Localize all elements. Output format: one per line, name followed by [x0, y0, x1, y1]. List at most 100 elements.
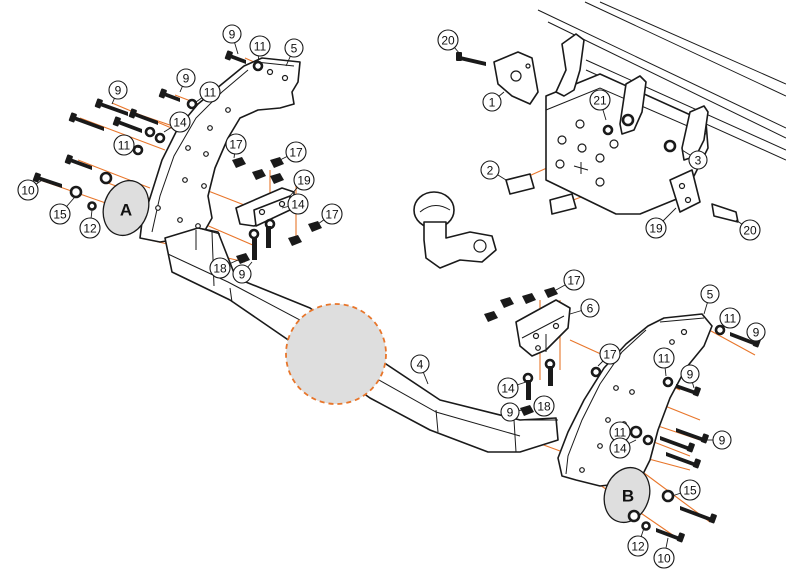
callout-9: 9 [108, 80, 128, 105]
callout-number: 12 [631, 540, 645, 554]
callout-number: 17 [567, 274, 581, 288]
callout-circle [609, 437, 631, 459]
callout-circle [627, 535, 649, 557]
callout-circle [293, 169, 315, 191]
callout-circle [249, 35, 271, 57]
callout-14: 14 [609, 437, 637, 459]
callout-circle [79, 217, 101, 239]
callout-number: 20 [743, 224, 757, 238]
callout-circle [285, 141, 307, 163]
left-fasteners [32, 50, 322, 264]
callout-18: 18 [209, 257, 239, 279]
callout-circle [533, 395, 555, 417]
callout-circle [169, 111, 191, 133]
towball [413, 191, 497, 269]
callout-number: 11 [658, 352, 671, 366]
callout-circle [113, 134, 135, 156]
callout-number: 17 [603, 348, 617, 362]
detail-a-label: A [120, 201, 132, 220]
callout-11: 11 [653, 347, 675, 377]
callout-circle [284, 38, 304, 58]
callout-10: 10 [653, 537, 675, 569]
callout-11: 11 [609, 421, 632, 443]
callout-circle [679, 479, 701, 501]
callout-circle [176, 68, 196, 88]
callout-12: 12 [79, 209, 101, 239]
callout-15: 15 [49, 197, 75, 225]
callout-number: 17 [229, 138, 243, 152]
callout-4: 4 [410, 354, 430, 385]
callout-number: 9 [183, 72, 190, 86]
callout-number: 3 [695, 154, 702, 168]
callout-20: 20 [735, 219, 761, 241]
callout-5: 5 [700, 284, 720, 315]
callout-12: 12 [627, 527, 649, 557]
callout-1: 1 [482, 91, 505, 112]
callout-11: 11 [195, 81, 221, 103]
callout-5: 5 [284, 38, 304, 67]
callout-circle [719, 307, 741, 329]
callout-10: 10 [17, 179, 43, 201]
callout-circle [563, 269, 585, 291]
right-side-bracket [557, 313, 713, 487]
callout-circle [480, 160, 500, 180]
callout-number: 4 [417, 358, 424, 372]
callout-number: 21 [593, 94, 607, 108]
callout-number: 17 [325, 208, 339, 222]
callout-circle [653, 347, 675, 369]
towball-detail-circle [285, 303, 387, 405]
callout-number: 9 [507, 406, 514, 420]
callout-number: 2 [487, 164, 494, 178]
callout-11: 11 [249, 35, 271, 63]
callout-number: 14 [173, 116, 187, 130]
callout-circle [222, 24, 242, 44]
callout-19: 19 [289, 169, 315, 197]
callout-9: 9 [500, 402, 523, 422]
callout-number: 15 [683, 484, 697, 498]
callout-circle [209, 257, 231, 279]
detail-a-disc: A [102, 179, 150, 237]
callout-9: 9 [746, 322, 766, 342]
callout-circle [321, 203, 343, 225]
callout-number: 12 [83, 222, 97, 236]
callout-circle [645, 217, 667, 239]
callout-6: 6 [569, 298, 600, 318]
callout-14: 14 [281, 193, 309, 215]
callout-number: 20 [441, 34, 455, 48]
callout-number: 1 [489, 96, 496, 110]
callout-circle [482, 92, 502, 112]
callout-3: 3 [681, 149, 708, 170]
callout-number: 19 [297, 174, 311, 188]
callout-number: 18 [213, 262, 227, 276]
callout-14: 14 [497, 377, 527, 399]
callout-11: 11 [719, 307, 741, 329]
callout-19: 19 [645, 207, 677, 239]
callout-number: 5 [707, 288, 714, 302]
callout-number: 11 [204, 86, 217, 100]
callout-17: 17 [317, 203, 343, 225]
detail-b-label: B [622, 487, 634, 506]
callout-17: 17 [225, 133, 247, 159]
callout-17: 17 [555, 269, 585, 291]
callout-circle [287, 193, 309, 215]
callout-number: 15 [53, 208, 67, 222]
callout-15: 15 [671, 479, 701, 501]
callout-number: 5 [291, 42, 298, 56]
callout-9: 9 [680, 364, 700, 389]
callout-circle [580, 298, 600, 318]
right-center-bracket [515, 299, 571, 357]
callout-9: 9 [232, 261, 253, 284]
callout-9: 9 [222, 24, 242, 55]
callout-11: 11 [113, 134, 143, 156]
callout-number: 10 [21, 184, 35, 198]
callout-number: 9 [115, 84, 122, 98]
callout-circle [712, 430, 732, 450]
callout-circle [108, 80, 128, 100]
callout-number: 9 [229, 28, 236, 42]
callout-number: 10 [657, 552, 671, 566]
callout-circle [199, 81, 221, 103]
callout-number: 9 [687, 368, 694, 382]
callout-number: 14 [501, 382, 515, 396]
